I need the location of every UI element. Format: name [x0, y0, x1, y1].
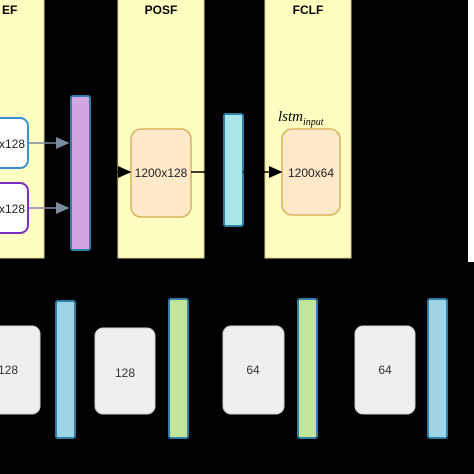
bottom-box-1: [0, 325, 41, 415]
bottom-box-3: [222, 325, 285, 415]
fclf-panel-title: FCLF: [293, 3, 324, 17]
bottom-bar-3: [297, 298, 318, 439]
bottom-box-4: [354, 325, 416, 415]
posf-output-bar: [223, 113, 244, 227]
lstm-label-base: lstm: [278, 109, 303, 125]
ef-input-box-bottom: [0, 182, 29, 234]
lstm-input-label: lstminput: [278, 109, 324, 128]
bottom-bar-1: [55, 300, 76, 439]
bottom-bar-2: [168, 298, 189, 439]
fclf-panel: FCLF lstminput 1200x64: [264, 0, 352, 259]
ef-input-box-top: [0, 117, 29, 169]
posf-panel: POSF 1200x128: [117, 0, 205, 259]
ef-panel: EF x128 x128: [0, 0, 45, 259]
bottom-box-1-label: 128: [0, 363, 18, 377]
bottom-box-4-label: 64: [378, 363, 392, 377]
ef-input-box-top-label: x128: [0, 137, 25, 151]
bottom-row: 128 128 64 64: [0, 298, 448, 439]
fclf-box-label: 1200x64: [288, 166, 334, 180]
bottom-bar-4: [427, 298, 448, 439]
posf-box-label: 1200x128: [135, 166, 188, 180]
ef-panel-title: EF: [2, 3, 17, 17]
ef-input-box-bottom-label: x128: [0, 202, 25, 216]
bottom-box-2-label: 128: [115, 366, 135, 380]
right-edge-strip: [468, 0, 474, 262]
lstm-label-subscript: input: [303, 117, 324, 128]
bottom-box-3-label: 64: [246, 363, 260, 377]
concat-bar: [70, 95, 91, 251]
bottom-box-2: [94, 327, 156, 415]
posf-panel-title: POSF: [145, 3, 178, 17]
